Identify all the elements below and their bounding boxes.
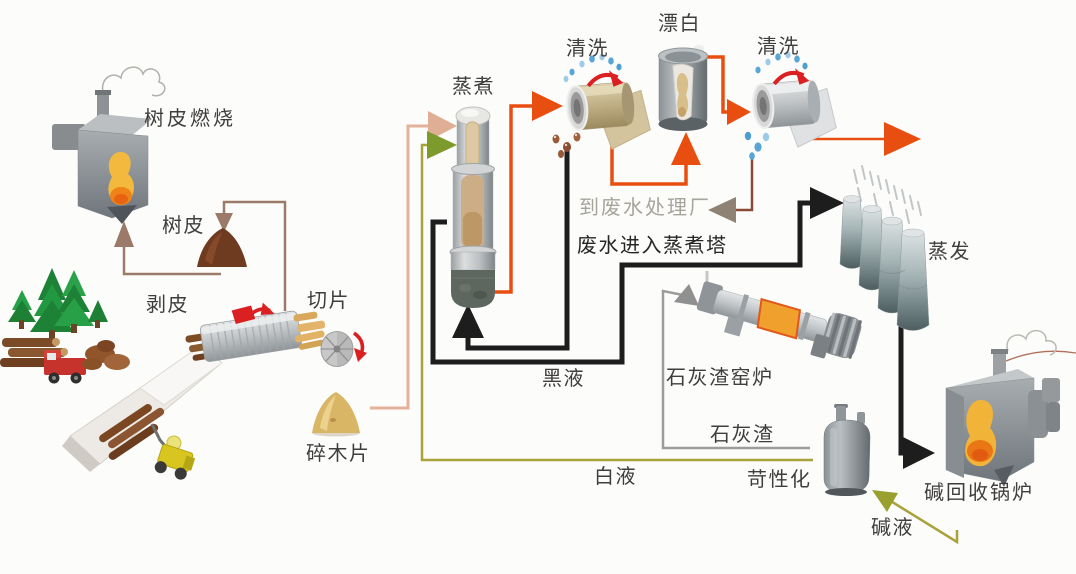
- label-wastewater-to-digester: 废水进入蒸煮塔: [577, 235, 728, 257]
- debarker-drum: [185, 302, 326, 362]
- label-chipping: 切片: [307, 290, 350, 312]
- wastewater-plant-arrow: [708, 197, 736, 223]
- ramp-cover: [139, 345, 223, 406]
- pulp-stream: [676, 73, 689, 116]
- evaporator-in-arrow: [810, 187, 844, 219]
- water-drops-icon: [744, 131, 770, 160]
- label-lime-mud: 石灰渣: [710, 424, 775, 446]
- bark-to-furnace-line: [122, 245, 221, 276]
- digester-bottom-arrow: [452, 304, 484, 338]
- ramp-endcap: [62, 436, 100, 472]
- label-to-wastewater-plant: 到废水处理厂: [579, 197, 711, 219]
- bark-furnace: [52, 66, 166, 224]
- washer-2: [744, 51, 837, 160]
- label-green-liquor: 碱液: [871, 517, 914, 539]
- forest-scene: [0, 268, 130, 384]
- loader-icon: [150, 423, 196, 480]
- label-washing-2: 清洗: [757, 36, 800, 58]
- wastewater-plant-line: [734, 157, 754, 212]
- tree-icon: [8, 268, 108, 340]
- recovery-boiler: [945, 329, 1060, 487]
- lime-kiln-arrow: [674, 284, 699, 306]
- bleach-in-arrow: [671, 132, 701, 165]
- white-liquor-line: [420, 143, 813, 462]
- evaporators: [839, 165, 930, 331]
- label-evaporation: 蒸发: [928, 241, 971, 263]
- log-truck-icon: [44, 350, 86, 384]
- bleach-to-washer2-line: [706, 55, 730, 114]
- chipper-disc: [294, 330, 367, 367]
- bark-line: [222, 200, 287, 311]
- label-debarking: 剥皮: [146, 294, 189, 316]
- bark-furnace-arrow-up: [114, 221, 134, 247]
- label-black-liquor: 黑液: [542, 368, 585, 390]
- water-drops-icon: [755, 51, 808, 74]
- washer-1: [552, 53, 651, 158]
- steam-icon: [853, 165, 922, 224]
- label-lime-kiln: 石灰渣窑炉: [666, 367, 774, 389]
- white-liquor-arrow: [427, 131, 457, 159]
- chip-pile: [312, 392, 360, 437]
- smoke-icon: [1006, 329, 1057, 356]
- washer2-in-arrow: [727, 99, 751, 125]
- boiler-in-arrow: [903, 437, 935, 469]
- washer1-in-arrow: [532, 91, 563, 121]
- label-washing-1: 清洗: [566, 38, 609, 60]
- lime-kiln: [696, 281, 862, 359]
- label-bleaching: 漂白: [658, 13, 701, 35]
- label-white-liquor: 白液: [594, 466, 637, 488]
- red-flag: [231, 305, 256, 325]
- knots-drops-icon: [552, 132, 581, 158]
- causticizer-in-arrow: [872, 490, 898, 512]
- digester-tower: [449, 106, 497, 308]
- bleach-tower: [658, 45, 708, 131]
- label-cooking: 蒸煮: [452, 76, 495, 98]
- ramp-conveyor: [62, 345, 223, 480]
- flow-lines: [114, 55, 1076, 545]
- green-liquor-line: [888, 498, 959, 545]
- wastewater-to-digester-line: [465, 151, 570, 351]
- causticizer-tank: [823, 404, 871, 496]
- label-wood-chips: 碎木片: [306, 443, 371, 465]
- label-recovery-boiler: 碱回收锅炉: [924, 482, 1034, 504]
- pulp-out-arrow: [884, 122, 921, 156]
- black-liquor-line: [430, 200, 813, 365]
- washer1-to-bleach-line: [610, 134, 688, 186]
- chips-arrow: [428, 111, 457, 141]
- label-causticizing: 苛性化: [747, 469, 812, 491]
- chips-line: [370, 124, 431, 410]
- ramp-logs: [99, 404, 165, 460]
- label-bark-burning: 树皮燃烧: [144, 108, 236, 130]
- boiler-wire-line: [1005, 350, 1076, 362]
- water-drops-icon: [563, 53, 622, 83]
- bark-pile: [197, 228, 247, 267]
- label-bark: 树皮: [162, 215, 205, 237]
- smoke-icon: [101, 66, 166, 97]
- bark-arrow-down: [215, 213, 233, 232]
- bark-heap-icon: [82, 340, 130, 370]
- digester-to-washer1-line: [492, 104, 535, 294]
- lime-mud-line: [661, 289, 810, 450]
